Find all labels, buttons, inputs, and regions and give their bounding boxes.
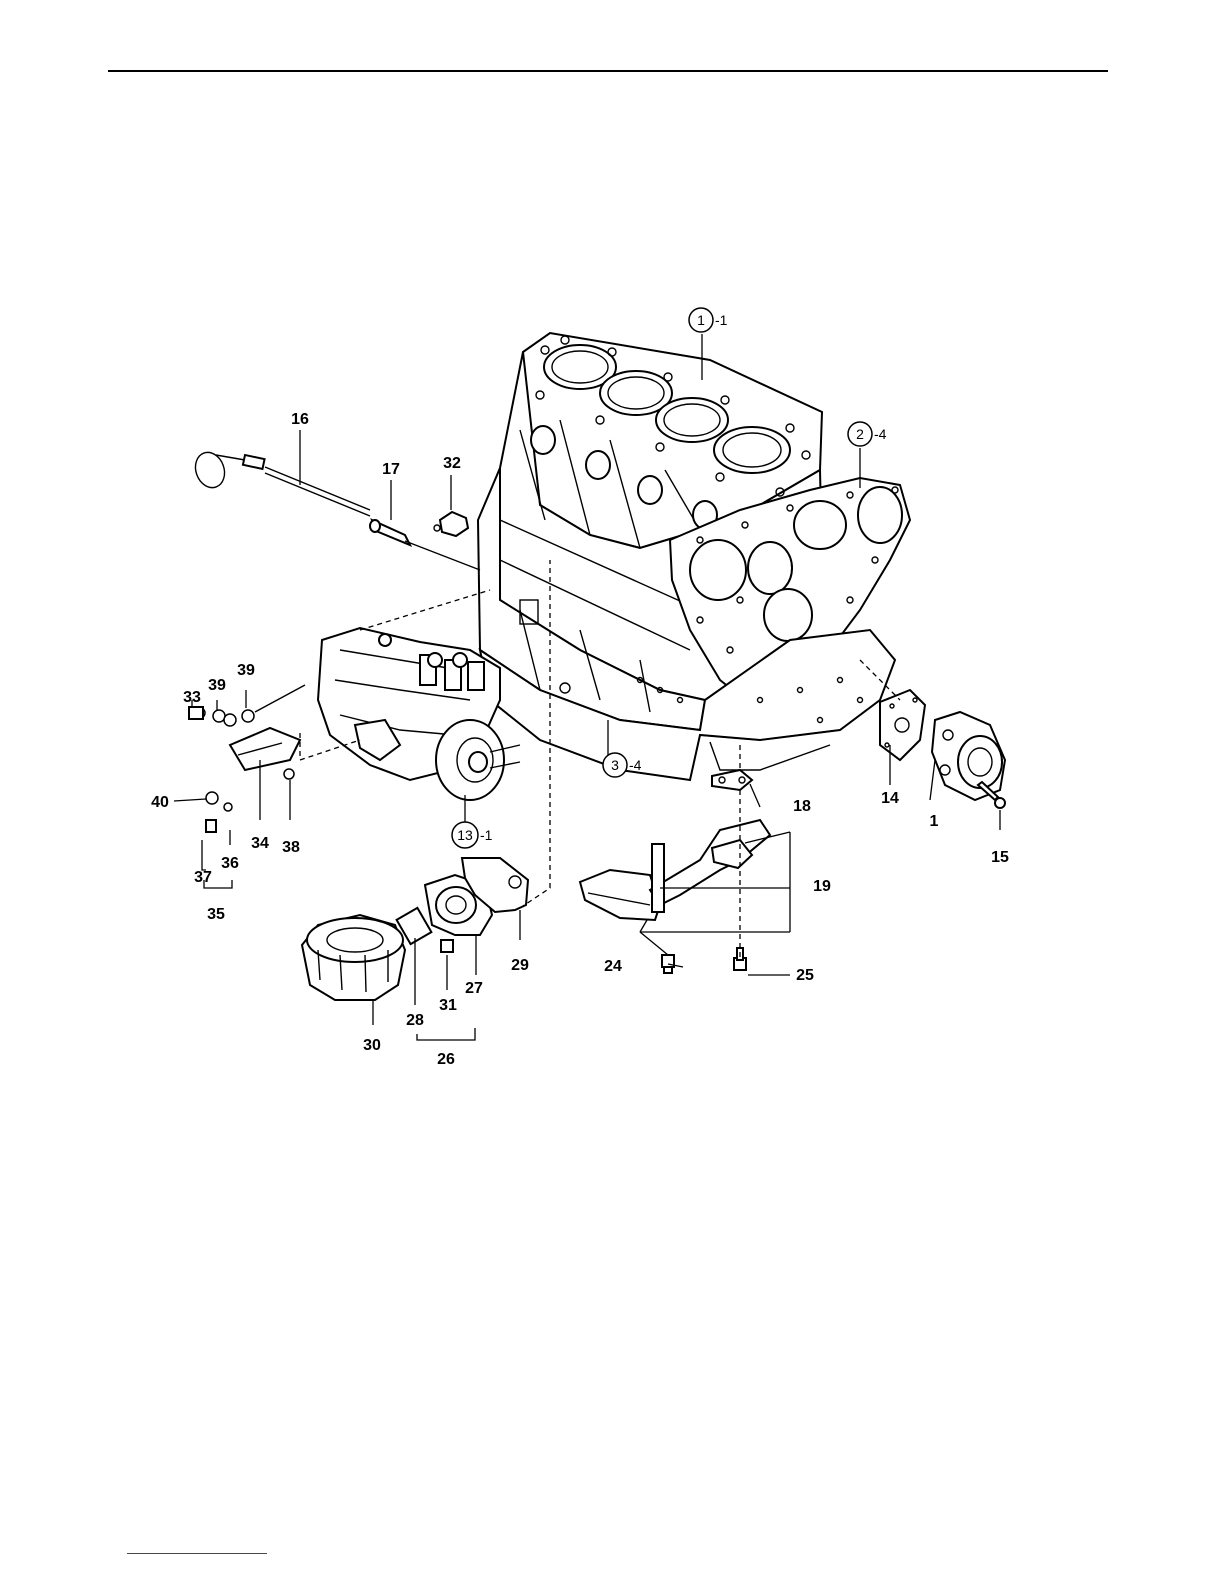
label-39b: 39: [237, 662, 255, 679]
label-16: 16: [291, 411, 309, 428]
callout-2-4: 2 -4: [848, 422, 887, 446]
dipstick: [191, 448, 370, 516]
callout-2-4-num: 2: [856, 426, 864, 442]
oil-pump-gasket: [880, 690, 925, 760]
label-28: 28: [406, 1012, 424, 1029]
oil-strainer: [580, 820, 770, 920]
callout-1-1: 1 -1: [689, 308, 728, 332]
callout-13-1: 13 -1: [452, 822, 493, 848]
label-31: 31: [439, 997, 457, 1014]
label-26: 26: [437, 1051, 455, 1068]
callout-3-4: 3 -4: [603, 753, 642, 777]
label-38: 38: [282, 839, 300, 856]
label-27: 27: [465, 980, 483, 997]
label-14: 14: [881, 790, 899, 807]
callout-1-1-num: 1: [697, 312, 705, 328]
callout-13-1-num: 13: [457, 827, 473, 843]
oil-filter: [302, 915, 405, 1000]
label-33: 33: [183, 689, 201, 706]
oil-strainer-gasket: [712, 770, 752, 790]
label-34: 34: [251, 835, 269, 852]
label-17: 17: [382, 461, 400, 478]
label-1: 1: [930, 813, 939, 830]
label-18: 18: [793, 798, 811, 815]
label-35: 35: [207, 906, 225, 923]
label-32: 32: [443, 455, 461, 472]
label-15: 15: [991, 849, 1009, 866]
callout-1-1-suffix: -1: [715, 312, 728, 328]
label-30: 30: [363, 1037, 381, 1054]
callout-3-4-num: 3: [611, 757, 619, 773]
footer-link-underline: [127, 1553, 267, 1554]
label-37: 37: [194, 869, 212, 886]
label-40: 40: [151, 794, 169, 811]
label-25: 25: [796, 967, 814, 984]
label-24: 24: [604, 958, 622, 975]
label-19: 19: [813, 878, 831, 895]
callout-13-1-suffix: -1: [480, 827, 493, 843]
label-29: 29: [511, 957, 529, 974]
strainer-bolt-25: [734, 948, 746, 970]
oil-pump: [932, 712, 1005, 800]
dipstick-guide: [370, 520, 410, 545]
callout-3-4-suffix: -4: [629, 757, 642, 773]
label-36: 36: [221, 855, 239, 872]
callout-2-4-suffix: -4: [874, 426, 887, 442]
housing-bolt: [441, 940, 453, 952]
label-39a: 39: [208, 677, 226, 694]
oil-pressure-switch: [434, 512, 468, 536]
